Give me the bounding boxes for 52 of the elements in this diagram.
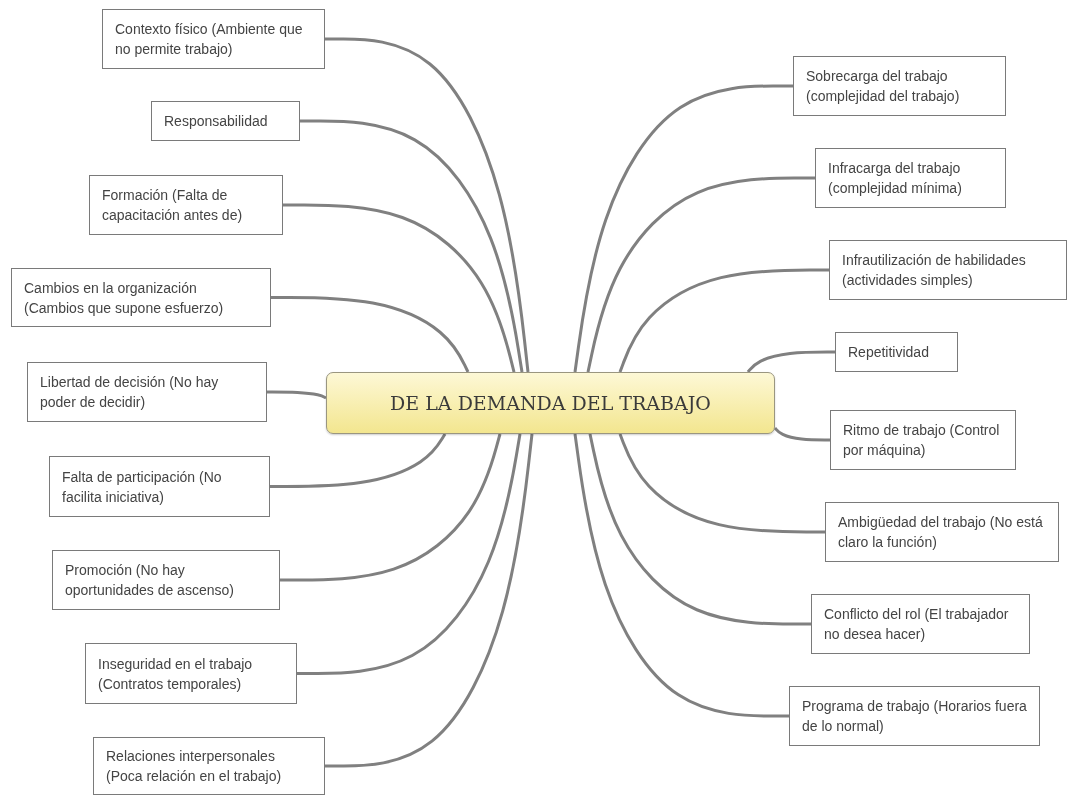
subtopic-text: Ritmo de trabajo (Control por máquina) <box>843 421 1001 460</box>
subtopic-text: Infrautilización de habilidades (actividades simples) <box>842 251 1027 290</box>
subtopic-box <box>835 332 958 372</box>
subtopic-box <box>830 410 1016 470</box>
branch-line <box>325 37 530 373</box>
subtopic-box <box>811 594 1030 654</box>
subtopic-text: Programa de trabajo (Horarios fuera de lo normal) <box>802 697 1027 736</box>
subtopic-text: Responsabilidad <box>164 112 268 131</box>
branch-line <box>297 433 522 675</box>
subtopic-box <box>151 101 300 141</box>
branch-line <box>271 296 470 373</box>
branch-line <box>573 433 789 718</box>
subtopic-box <box>85 643 297 704</box>
subtopic-text: Infracarga del trabajo (complejidad mínima) <box>828 159 963 198</box>
branch-line <box>618 268 829 373</box>
subtopic-text: Falta de participación (No facilita iniciativa) <box>62 467 223 507</box>
subtopic-box <box>27 362 267 422</box>
subtopic-text: Conflicto del rol (El trabajador no desea hacer) <box>824 605 1010 644</box>
branch-line <box>746 350 835 373</box>
branch-line <box>267 390 327 400</box>
subtopic-box <box>89 175 283 235</box>
subtopic-box <box>52 550 280 610</box>
subtopic-box <box>93 737 325 795</box>
subtopic-box <box>789 686 1040 746</box>
subtopic-box <box>11 268 271 327</box>
branch-line <box>618 433 825 534</box>
central-topic-box: DE LA DEMANDA DEL TRABAJO <box>326 372 775 434</box>
subtopic-box <box>793 56 1006 116</box>
subtopic-text: Formación (Falta de capacitación antes de) <box>102 186 244 225</box>
branch-line <box>280 433 502 582</box>
subtopic-box <box>829 240 1067 300</box>
subtopic-text: Cambios en la organización (Cambios que supone esfuerzo) <box>24 278 225 318</box>
subtopic-box <box>825 502 1059 562</box>
branch-line <box>573 84 793 373</box>
subtopic-box <box>815 148 1006 208</box>
subtopic-text: Libertad de decisión (No hay poder de decidir) <box>40 373 220 412</box>
branch-line <box>588 433 811 626</box>
branch-line <box>300 119 524 373</box>
subtopic-text: Ambigüedad del trabajo (No está claro la función) <box>838 513 1044 552</box>
subtopic-text: Contexto físico (Ambiente que no permite trabajo) <box>115 20 304 59</box>
branch-line <box>270 433 447 488</box>
subtopic-box <box>49 456 270 517</box>
subtopic-text: Inseguridad en el trabajo (Contratos temporales) <box>98 654 254 694</box>
subtopic-text: Promoción (No hay oportunidades de ascenso) <box>65 561 235 600</box>
branch-line <box>586 176 815 373</box>
branch-line <box>773 427 830 442</box>
subtopic-text: Sobrecarga del trabajo (complejidad del trabajo) <box>806 67 961 106</box>
branch-line <box>283 203 516 373</box>
subtopic-box <box>102 9 325 69</box>
branch-line <box>325 433 534 768</box>
subtopic-text: Repetitividad <box>848 343 929 362</box>
subtopic-text: Relaciones interpersonales (Poca relación en el trabajo) <box>106 747 283 786</box>
